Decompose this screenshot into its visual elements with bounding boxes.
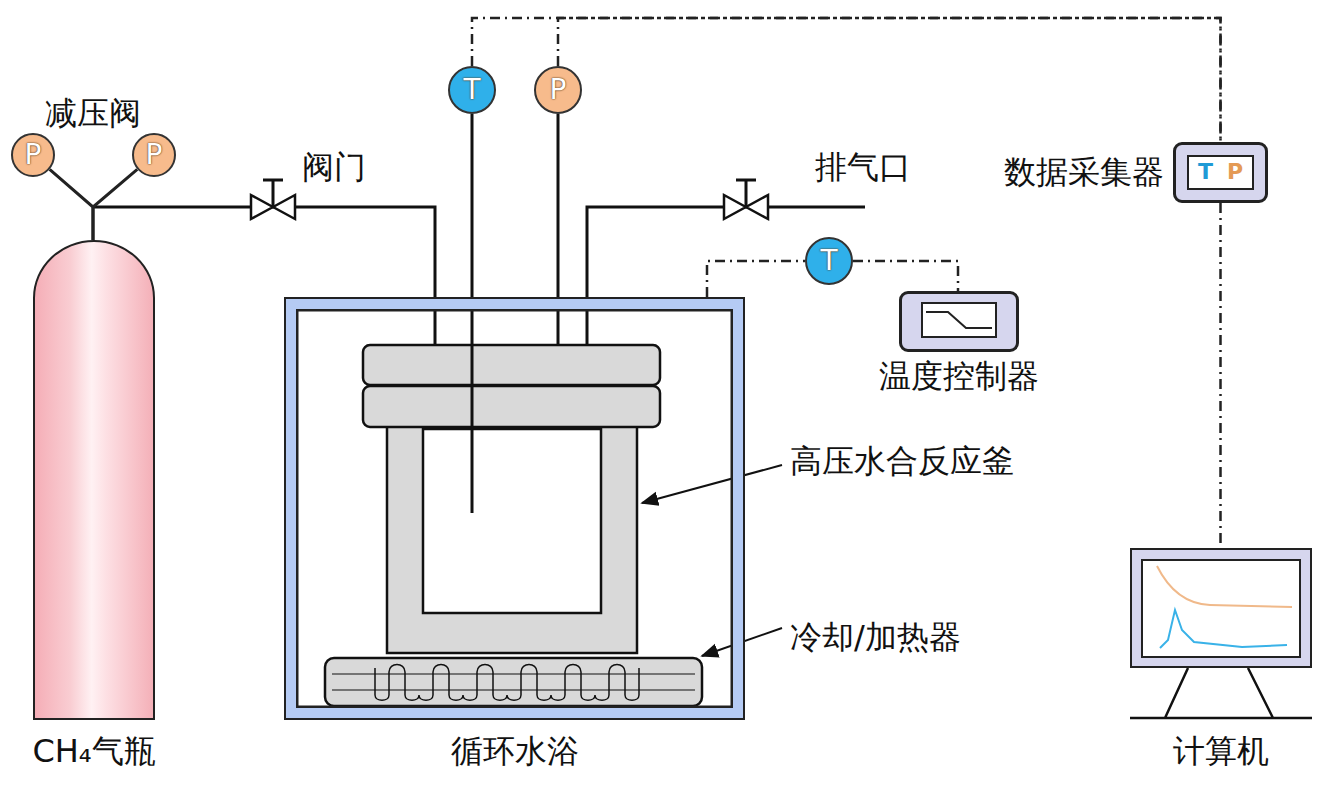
gas-line xyxy=(50,169,93,240)
reactor-flange xyxy=(363,386,660,427)
controller-screen xyxy=(922,303,996,337)
part-label: 阀门 xyxy=(302,150,366,185)
thermometer: T xyxy=(448,66,496,114)
display-letter: P xyxy=(1227,160,1243,184)
leader-line xyxy=(702,628,782,656)
pressure-sensor: P xyxy=(534,66,582,114)
temperature-curve xyxy=(1160,610,1287,648)
heater-coil xyxy=(375,665,639,701)
signal-line xyxy=(1219,203,1222,548)
probe-inside xyxy=(471,345,474,513)
temperature-controller: 温度控制器 xyxy=(899,291,1019,352)
pressure-line xyxy=(557,114,560,346)
monitor-stand xyxy=(1130,668,1312,718)
thermometer: T xyxy=(805,237,853,285)
signal-line xyxy=(707,261,805,297)
heater-plate xyxy=(325,658,702,706)
node-label: 计算机 xyxy=(1173,734,1269,769)
heater-lines xyxy=(332,674,695,690)
computer-monitor: 计算机 xyxy=(1130,548,1312,668)
water-bath: 循环水浴 xyxy=(284,297,745,720)
controller-icon xyxy=(902,294,1016,349)
reactor-body xyxy=(387,420,637,653)
gas-cylinder: CH₄气瓶 xyxy=(33,240,155,720)
signal-line xyxy=(558,18,1221,142)
collector-display: TP xyxy=(1187,155,1254,190)
node-label: 数据采集器 xyxy=(1004,155,1164,190)
reactor xyxy=(363,345,660,653)
pressure-gauge: P xyxy=(11,133,55,177)
pressure-gauge: P xyxy=(132,133,176,177)
signal-line xyxy=(853,261,958,291)
pressure-curve xyxy=(1157,566,1292,607)
temperature-probe xyxy=(471,114,474,513)
node-label: 循环水浴 xyxy=(451,734,579,769)
monitor-screen xyxy=(1132,550,1309,665)
controller-curve xyxy=(926,312,992,328)
exhaust-pipe xyxy=(587,207,865,346)
part-label: 减压阀 xyxy=(45,96,141,131)
valve-stem xyxy=(736,180,756,207)
node-label: P xyxy=(25,140,42,171)
node-label: P xyxy=(146,140,163,171)
node-label: T xyxy=(463,75,480,106)
valve-stem xyxy=(263,180,283,207)
part-label: 高压水合反应釜 xyxy=(790,444,1014,479)
inlet-valve xyxy=(251,180,295,219)
node-label: P xyxy=(550,75,567,106)
exhaust-valve xyxy=(724,180,768,219)
signal-line xyxy=(472,18,1221,142)
reactor-cavity xyxy=(423,429,601,613)
part-label: 冷却/加热器 xyxy=(790,620,961,655)
data-collector: 数据采集器TP xyxy=(1173,142,1268,203)
gas-line xyxy=(93,169,137,240)
cooler-heater xyxy=(325,658,702,706)
leader-line xyxy=(642,465,782,503)
part-label: 排气口 xyxy=(815,150,911,185)
node-label: T xyxy=(820,246,837,277)
screen-area xyxy=(1142,560,1300,657)
node-label: CH₄气瓶 xyxy=(32,734,155,769)
node-label: 温度控制器 xyxy=(879,359,1039,394)
display-letter: T xyxy=(1198,160,1213,184)
reactor-lid xyxy=(363,345,660,385)
